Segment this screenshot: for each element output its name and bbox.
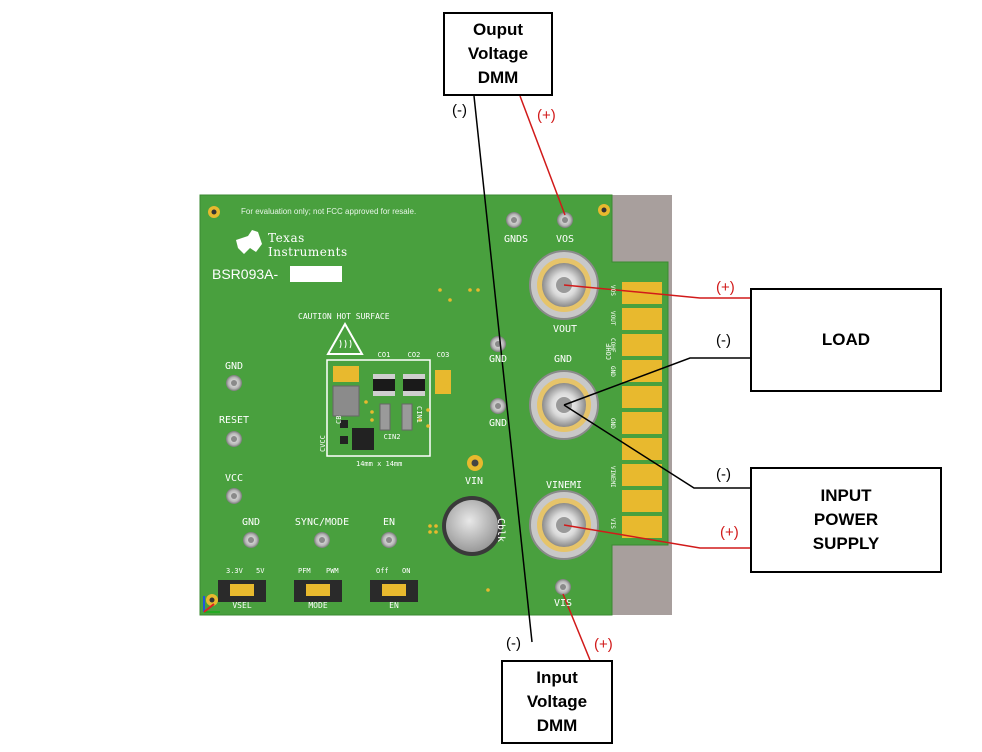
wire-output-dmm-negative	[473, 95, 533, 643]
wire-load-positive	[563, 284, 750, 299]
label-vcc: VCC	[224, 473, 244, 484]
label-co3: CO3	[436, 351, 450, 359]
bulk-capacitor	[442, 496, 502, 556]
output-voltage-dmm-box: Ouput Voltage DMM	[443, 12, 553, 96]
label-gnd-bnc: GND	[553, 354, 573, 365]
edge-label-vis: VIS	[609, 518, 616, 529]
label-gnd-mid-2: GND	[488, 418, 508, 429]
edge-label-vinemi: VINEMI	[609, 466, 616, 488]
polarity-input-dmm-pos: (+)	[594, 636, 613, 653]
supply-line-2: POWER	[813, 510, 879, 529]
test-points	[226, 212, 573, 595]
wire-load-negative	[563, 357, 750, 406]
label-co1: CO1	[377, 351, 391, 359]
label-cin1: CIN1	[415, 406, 423, 423]
wire-output-dmm-positive	[519, 95, 566, 216]
pad-large	[333, 366, 359, 382]
label-gnd-left: GND	[224, 361, 244, 372]
label-vis: VIS	[553, 598, 573, 609]
jumper-mode-left: PFM	[298, 567, 311, 575]
output-dmm-line-1: Ouput	[472, 20, 524, 39]
jumper-en-right: ON	[402, 567, 411, 575]
polarity-supply-neg: (-)	[716, 466, 731, 483]
label-cvcc: CVCC	[319, 435, 327, 452]
capacitor-co3	[435, 370, 451, 394]
capacitor-cin2	[379, 403, 391, 431]
polarity-load-pos: (+)	[716, 279, 735, 296]
input-power-supply-box: INPUT POWER SUPPLY	[750, 467, 942, 573]
input-voltage-dmm-box: Input Voltage DMM	[501, 660, 613, 744]
wire-supply-positive	[563, 524, 750, 549]
edge-label-gnd-2: GND	[609, 418, 616, 429]
wire-input-dmm-positive	[562, 593, 591, 661]
label-cb: CB	[335, 415, 343, 424]
load-label: LOAD	[821, 330, 871, 349]
supply-line-3: SUPPLY	[812, 534, 880, 553]
brand-line-1: Texas	[268, 231, 305, 245]
label-gnd-bottom: GND	[241, 517, 261, 528]
label-cin2: CIN2	[383, 433, 401, 441]
brand-line-2: Instruments	[268, 245, 348, 259]
output-dmm-line-2: Voltage	[467, 44, 529, 63]
input-dmm-line-3: DMM	[536, 716, 578, 735]
bnc-connector-vinemi	[529, 490, 599, 560]
polarity-supply-pos: (+)	[720, 524, 739, 541]
label-cblk: Cblk	[495, 518, 506, 543]
vias	[364, 288, 490, 592]
polarity-output-dmm-neg: (-)	[452, 102, 467, 119]
axis-gizmo-icon	[203, 596, 220, 613]
jumper-mode-right: PWM	[326, 567, 339, 575]
mounting-holes	[206, 204, 610, 606]
jumper-vsel-right: 5V	[256, 567, 265, 575]
polarity-load-neg: (-)	[716, 332, 731, 349]
jumper-vsel-left: 3.3V	[226, 567, 243, 575]
jumper-blocks	[218, 580, 418, 602]
wires	[473, 95, 750, 661]
edge-label-cohf: COHF	[609, 338, 616, 353]
load-box: LOAD	[750, 288, 942, 392]
label-vout: VOUT	[552, 324, 578, 335]
input-dmm-line-2: Voltage	[526, 692, 588, 711]
supply-line-1: INPUT	[820, 486, 872, 505]
jumper-en-left: Off	[376, 567, 389, 575]
label-sync-mode: SYNC/MODE	[294, 517, 350, 528]
input-dmm-line-1: Input	[536, 668, 578, 687]
polarity-input-dmm-neg: (-)	[506, 635, 521, 652]
label-gnd-mid-1: GND	[488, 354, 508, 365]
label-en: EN	[382, 517, 396, 528]
board-model: BSR093A-	[212, 266, 279, 282]
ti-logo-icon	[236, 230, 262, 254]
jumper-en-label: EN	[389, 601, 399, 610]
ic-outline	[326, 359, 431, 457]
output-dmm-line-3: DMM	[477, 68, 519, 87]
edge-label-vout: VOUT	[609, 311, 616, 326]
label-vos: VOS	[555, 234, 575, 245]
inductor-pad	[332, 385, 360, 417]
jumper-mode-label: MODE	[308, 601, 328, 610]
jumper-vsel-label: VSEL	[232, 601, 252, 610]
label-reset: RESET	[218, 415, 250, 426]
label-vin: VIN	[464, 476, 484, 487]
edge-connector	[622, 282, 662, 538]
fcc-note: For evaluation only; not FCC approved fo…	[241, 207, 417, 216]
caution-label: CAUTION HOT SURFACE	[298, 312, 390, 321]
label-vinemi: VINEMI	[545, 480, 583, 491]
edge-label-vos: VOS	[609, 285, 616, 296]
regulator-ic	[352, 428, 374, 450]
model-suffix-blank	[290, 266, 342, 282]
polarity-output-dmm-pos: (+)	[537, 107, 556, 124]
edge-label-gnd-1: GND	[609, 366, 616, 377]
label-gnds: GNDS	[503, 234, 529, 245]
ic-size-label: 14mm x 14mm	[356, 460, 403, 468]
capacitor-cin1	[401, 403, 413, 431]
capacitor-co1	[373, 374, 395, 396]
capacitor-co2	[403, 374, 425, 396]
label-co2: CO2	[407, 351, 421, 359]
wire-supply-negative	[563, 404, 750, 489]
hot-surface-warning-icon	[326, 321, 364, 355]
bnc-connector-gnd	[529, 370, 599, 440]
